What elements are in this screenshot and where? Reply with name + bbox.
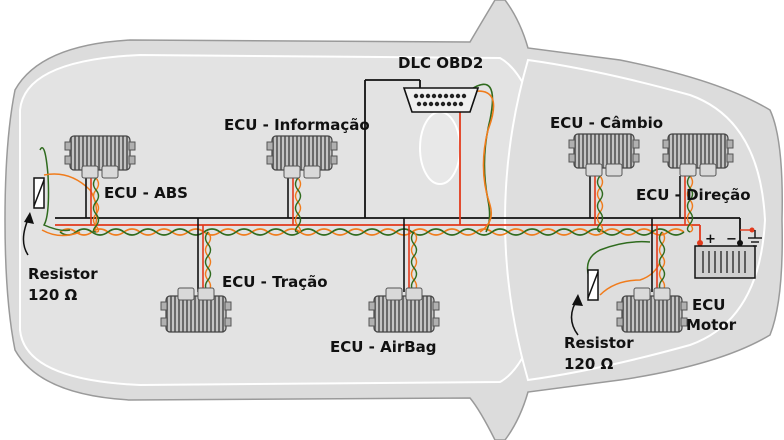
car-body <box>4 0 783 440</box>
resistor-left-icon <box>22 177 45 256</box>
ecu-motor-label-line2: Motor <box>686 316 737 334</box>
resistor-left-label-line2: 120 Ω <box>28 286 78 304</box>
resistor-right-label-line1: Resistor <box>564 334 634 352</box>
ecu-cambio-label: ECU - Câmbio <box>550 114 663 132</box>
battery-icon <box>694 218 756 279</box>
ecu-motor-label-line1: ECU <box>692 296 725 314</box>
resistor-left-wiring <box>39 147 98 237</box>
ecu-direcao-label: ECU - Direção <box>636 186 751 204</box>
resistor-right-icon <box>570 269 599 336</box>
battery-minus-label: − <box>726 232 737 247</box>
ecu-airbag-label: ECU - AirBag <box>330 338 437 356</box>
resistor-left-label-line1: Resistor <box>28 265 98 283</box>
battery-plus-label: + <box>705 232 716 247</box>
ecu-abs-label: ECU - ABS <box>104 184 188 202</box>
ecu-informacao-label: ECU - Informação <box>224 116 370 134</box>
dlc-obd2-label: DLC OBD2 <box>398 54 483 72</box>
ground-icon <box>748 230 762 247</box>
resistor-right-label-line2: 120 Ω <box>564 355 614 373</box>
ecu-drop-wires <box>85 175 694 293</box>
obd2-connector-icon <box>364 79 495 233</box>
ecu-tracao-label: ECU - Tração <box>222 273 328 291</box>
can-bus-backbone <box>55 217 740 236</box>
